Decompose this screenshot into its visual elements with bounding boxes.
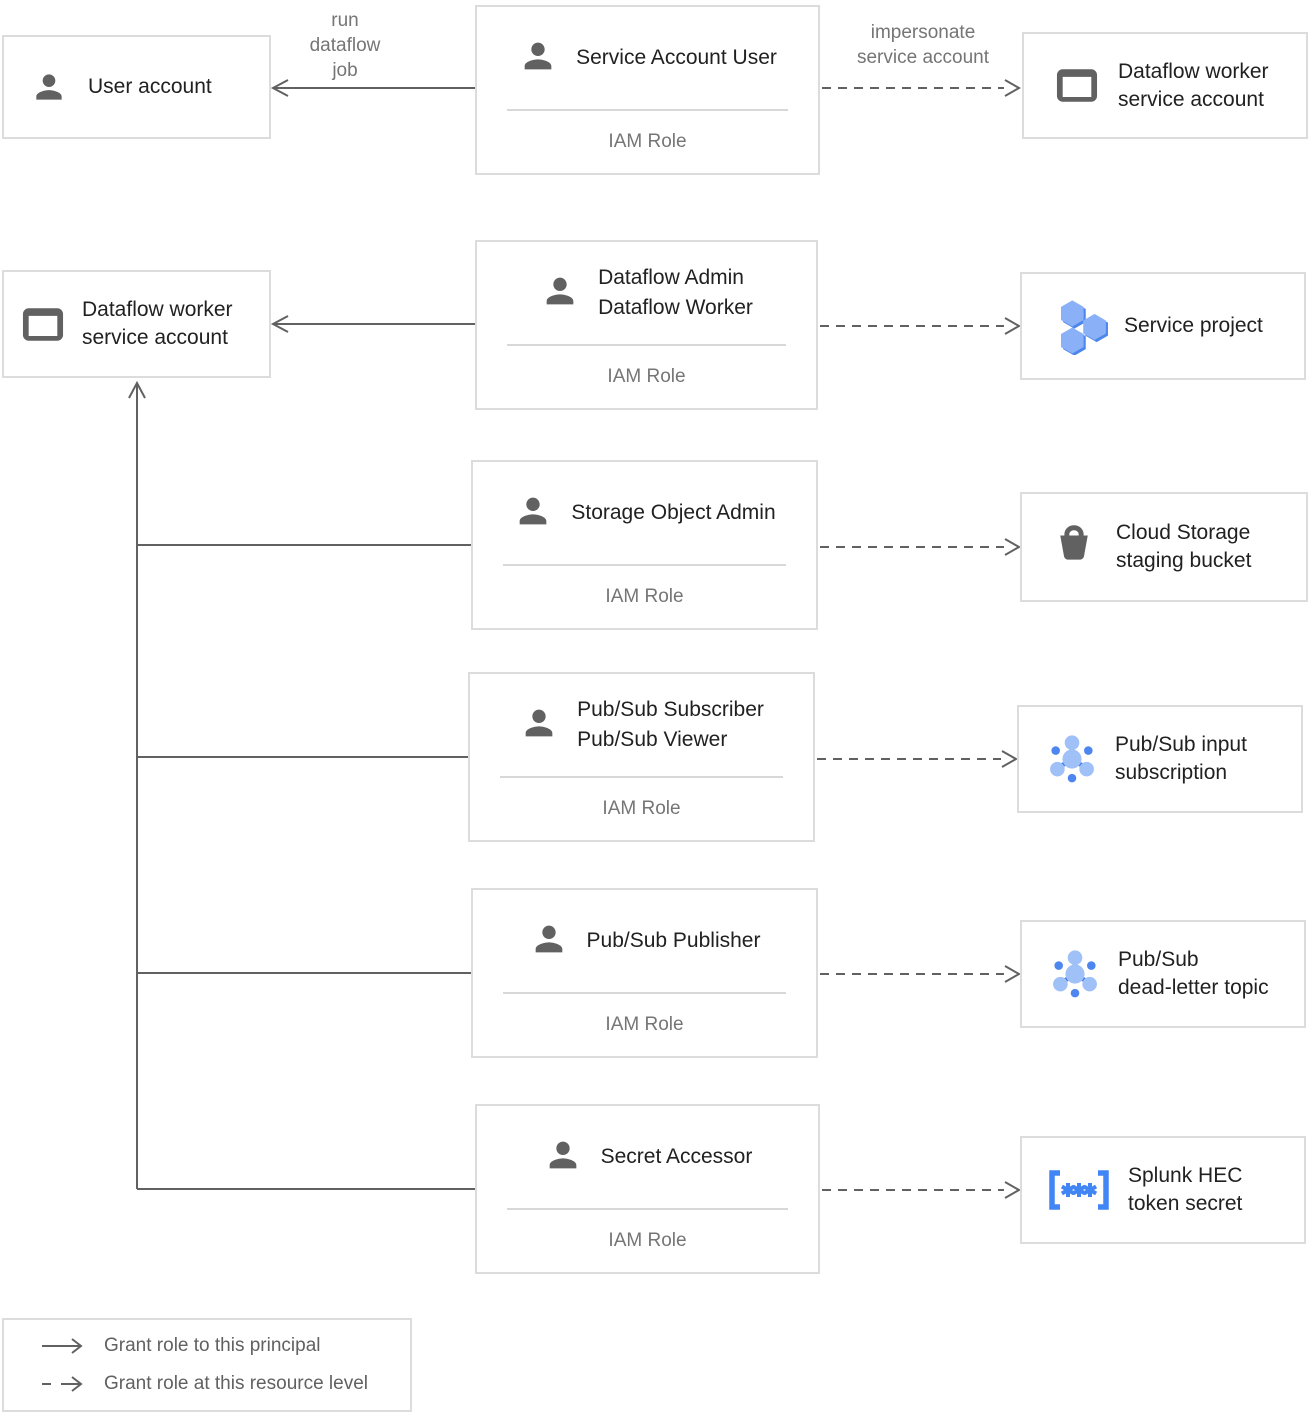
user-account-label: User account [88, 75, 212, 98]
person-icon [518, 36, 558, 81]
iam-role-label: IAM Role [608, 1230, 687, 1251]
bucket-label-1: Cloud Storage [1116, 521, 1251, 544]
arrow-dashed-dead-letter-topic [820, 965, 1022, 983]
legend-dashed-row: Grant role at this resource level [40, 1373, 410, 1395]
dataflow-admin-role-box: Dataflow Admin Dataflow Worker IAM Role [475, 240, 818, 410]
input-subscription-label-1: Pub/Sub input [1115, 733, 1247, 756]
legend-solid-label: Grant role to this principal [104, 1335, 321, 1356]
divider [500, 776, 783, 778]
divider [503, 564, 786, 566]
divider [507, 109, 788, 111]
user-account-box: User account [2, 35, 271, 139]
divider [507, 1208, 788, 1210]
person-icon [30, 68, 68, 106]
person-icon [543, 1135, 583, 1180]
role-title-2: Pub/Sub Viewer [577, 728, 728, 751]
iam-role-label: IAM Role [608, 131, 687, 152]
service-account-user-role-box: Service Account User IAM Role [475, 5, 820, 175]
dashed-arrow-icon [40, 1374, 86, 1394]
role-title: Service Account User [576, 46, 777, 69]
legend: Grant role to this principal Grant role … [2, 1318, 412, 1412]
iam-role-label: IAM Role [605, 586, 684, 607]
pubsub-icon [1045, 732, 1099, 786]
token-secret-label-1: Splunk HEC [1128, 1164, 1243, 1187]
cloud-storage-staging-bucket-box: Cloud Storage staging bucket [1020, 492, 1308, 602]
bucket-label-2: staging bucket [1116, 549, 1252, 572]
dead-letter-topic-label-1: Pub/Sub [1118, 948, 1199, 971]
dataflow-worker-sa-box-left: Dataflow worker service account [2, 270, 271, 378]
role-title: Pub/Sub Publisher [586, 929, 761, 952]
role-title-1: Pub/Sub Subscriber [577, 698, 764, 721]
dataflow-worker-sa-label-2: service account [82, 326, 228, 349]
person-icon [540, 271, 580, 316]
iam-role-label: IAM Role [605, 1014, 684, 1035]
role-title: Storage Object Admin [571, 501, 776, 524]
service-account-window-icon [1056, 68, 1098, 103]
service-project-label: Service project [1124, 314, 1263, 337]
impersonate-label: impersonate service account [856, 22, 989, 68]
legend-solid-row: Grant role to this principal [40, 1335, 410, 1357]
token-secret-label-2: token secret [1128, 1192, 1243, 1215]
run-dataflow-job-label: run dataflow job [309, 10, 381, 81]
storage-object-admin-role-box: Storage Object Admin IAM Role [471, 460, 818, 630]
dataflow-worker-sa-box-top: Dataflow worker service account [1022, 32, 1308, 139]
arrow-impersonate-service-account [822, 79, 1022, 97]
service-project-icon [1052, 297, 1110, 355]
pubsub-subscriber-role-box: Pub/Sub Subscriber Pub/Sub Viewer IAM Ro… [468, 672, 815, 842]
dead-letter-topic-label-2: dead-letter topic [1118, 976, 1269, 999]
secret-accessor-role-box: Secret Accessor IAM Role [475, 1104, 820, 1274]
person-icon [529, 919, 569, 964]
divider [507, 344, 786, 346]
input-subscription-label-2: subscription [1115, 761, 1228, 784]
arrow-dashed-input-subscription [817, 750, 1019, 768]
service-account-window-icon [22, 307, 64, 342]
legend-dashed-label: Grant role at this resource level [104, 1373, 369, 1394]
iam-role-label: IAM Role [607, 366, 686, 387]
trunk-line-to-worker-sa [128, 380, 146, 1189]
divider [503, 992, 786, 994]
role-title-2: Dataflow Worker [598, 296, 753, 319]
person-icon [519, 703, 559, 748]
role-title: Secret Accessor [600, 1145, 753, 1168]
secret-icon [1044, 1166, 1114, 1214]
arrow-dashed-service-project [820, 317, 1022, 335]
pubsub-publisher-role-box: Pub/Sub Publisher IAM Role [471, 888, 818, 1058]
dataflow-worker-sa-label-1: Dataflow worker [82, 298, 233, 321]
storage-bucket-icon [1052, 525, 1096, 569]
dataflow-worker-sa-label-1: Dataflow worker [1118, 59, 1269, 83]
service-project-box: Service project [1020, 272, 1306, 380]
dataflow-worker-sa-label-2: service account [1118, 87, 1264, 111]
solid-arrow-icon [40, 1336, 86, 1356]
iam-role-label: IAM Role [602, 798, 681, 819]
role-title-1: Dataflow Admin [598, 266, 744, 289]
arrow-role-dataflow-admin-to-worker-sa [270, 315, 475, 333]
pubsub-icon [1048, 947, 1102, 1001]
pubsub-input-subscription-box: Pub/Sub input subscription [1017, 705, 1303, 813]
arrow-dashed-token-secret [822, 1181, 1022, 1199]
person-icon [513, 491, 553, 536]
splunk-hec-token-secret-box: Splunk HEC token secret [1020, 1136, 1306, 1244]
pubsub-dead-letter-topic-box: Pub/Sub dead-letter topic [1020, 920, 1306, 1028]
arrow-dashed-staging-bucket [820, 538, 1022, 556]
